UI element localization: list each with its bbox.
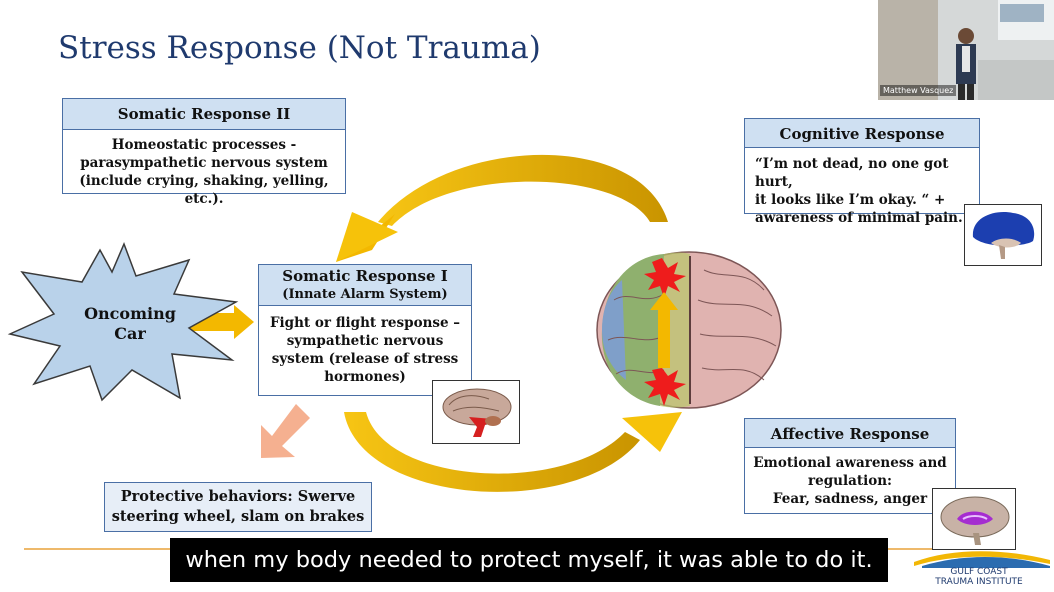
bottom-arrow-head <box>622 412 682 452</box>
protective-arrow <box>261 404 310 458</box>
somatic-response-1-heading: Somatic Response I <box>282 267 448 285</box>
live-caption: when my body needed to protect myself, i… <box>170 538 888 582</box>
brain-limbic-thumbnail <box>932 488 1016 550</box>
presenter-video-image <box>878 0 1054 100</box>
brain-amygdala-thumbnail <box>432 380 520 444</box>
brain-cortex-thumbnail <box>964 204 1042 266</box>
affective-response-box: Affective Response Emotional awareness a… <box>744 418 956 514</box>
top-curved-arrow <box>378 154 668 226</box>
somatic-response-1-subheading: (Innate Alarm System) <box>282 287 448 302</box>
somatic-response-2-heading: Somatic Response II <box>63 99 345 130</box>
gulf-coast-logo-mark <box>914 551 1050 568</box>
affective-response-heading: Affective Response <box>745 419 955 448</box>
central-brain-image <box>596 251 782 409</box>
somatic-response-2-box: Somatic Response II Homeostatic processe… <box>62 98 346 207</box>
gulf-coast-logo-text: GULF COAST TRAUMA INSTITUTE <box>935 567 1023 587</box>
slide-title: Stress Response (Not Trauma) <box>58 30 541 66</box>
cognitive-response-box: Cognitive Response “I’m not dead, no one… <box>744 118 980 226</box>
somatic-response-1-box: Somatic Response I (Innate Alarm System)… <box>258 264 472 396</box>
oncoming-car-label: Oncoming Car <box>84 304 176 343</box>
bottom-curved-arrow <box>344 412 640 492</box>
oncoming-car-starburst <box>7 242 239 402</box>
protective-behaviors-box: Protective behaviors: Swerve steering wh… <box>104 482 372 532</box>
presenter-name-label: Matthew Vasquez <box>880 85 957 96</box>
presenter-video-feed[interactable]: Matthew Vasquez <box>878 0 1054 100</box>
cognitive-response-heading: Cognitive Response <box>745 119 979 148</box>
